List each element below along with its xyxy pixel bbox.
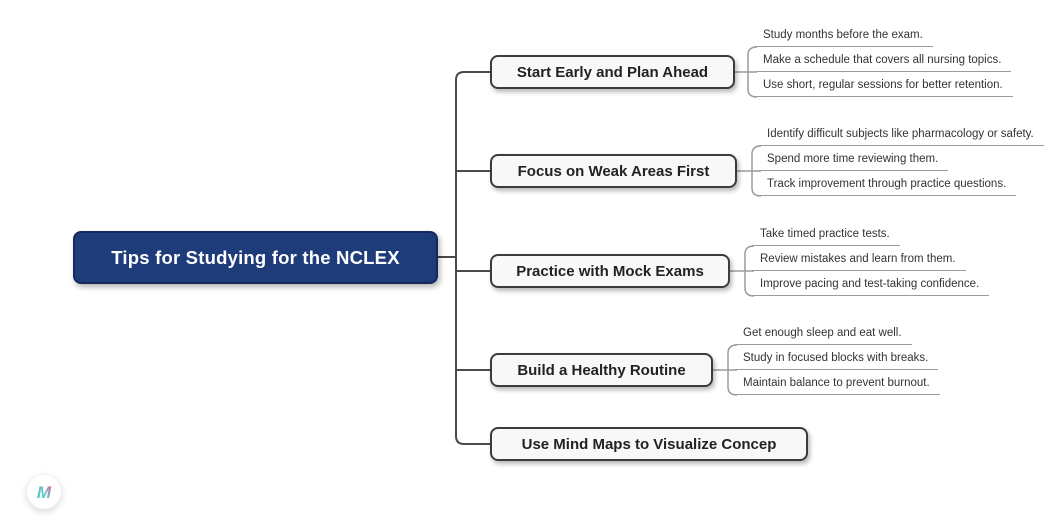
branch-mind-maps[interactable]: Use Mind Maps to Visualize Concep xyxy=(490,427,808,461)
leaf-topic[interactable]: Study months before the exam. xyxy=(755,28,933,47)
app-logo-badge[interactable]: M xyxy=(27,475,61,509)
leaf-topic[interactable]: Maintain balance to prevent burnout. xyxy=(735,376,940,395)
branch-start-early[interactable]: Start Early and Plan Ahead xyxy=(490,55,735,89)
leaf-topic[interactable]: Make a schedule that covers all nursing … xyxy=(755,53,1012,72)
svg-text:M: M xyxy=(37,483,52,502)
trunk-connectors xyxy=(438,71,490,445)
branch-weak-areas[interactable]: Focus on Weak Areas First xyxy=(490,154,737,188)
app-logo-icon: M xyxy=(37,483,52,502)
branch-label: Practice with Mock Exams xyxy=(516,262,704,280)
leaf-topic[interactable]: Identify difficult subjects like pharmac… xyxy=(759,127,1044,146)
branch-label: Start Early and Plan Ahead xyxy=(516,63,709,81)
leaf-topic[interactable]: Improve pacing and test-taking confidenc… xyxy=(752,277,990,296)
leaf-topic[interactable]: Review mistakes and learn from them. xyxy=(752,252,966,271)
branch-label: Use Mind Maps to Visualize Concep xyxy=(521,435,777,453)
leaf-topic[interactable]: Study in focused blocks with breaks. xyxy=(735,351,939,370)
branch-label: Focus on Weak Areas First xyxy=(517,162,710,180)
root-topic-label: Tips for Studying for the NCLEX xyxy=(111,246,400,268)
leaf-topic[interactable]: Spend more time reviewing them. xyxy=(759,152,949,171)
leaf-topic[interactable]: Track improvement through practice quest… xyxy=(759,177,1017,196)
root-topic[interactable]: Tips for Studying for the NCLEX xyxy=(73,231,438,284)
leaf-topic[interactable]: Use short, regular sessions for better r… xyxy=(755,78,1013,97)
branch-healthy-routine[interactable]: Build a Healthy Routine xyxy=(490,353,713,387)
leaf-topic[interactable]: Take timed practice tests. xyxy=(752,227,900,246)
branch-mock-exams[interactable]: Practice with Mock Exams xyxy=(490,254,730,288)
branch-label: Build a Healthy Routine xyxy=(517,361,686,379)
leaf-topic[interactable]: Get enough sleep and eat well. xyxy=(735,326,912,345)
